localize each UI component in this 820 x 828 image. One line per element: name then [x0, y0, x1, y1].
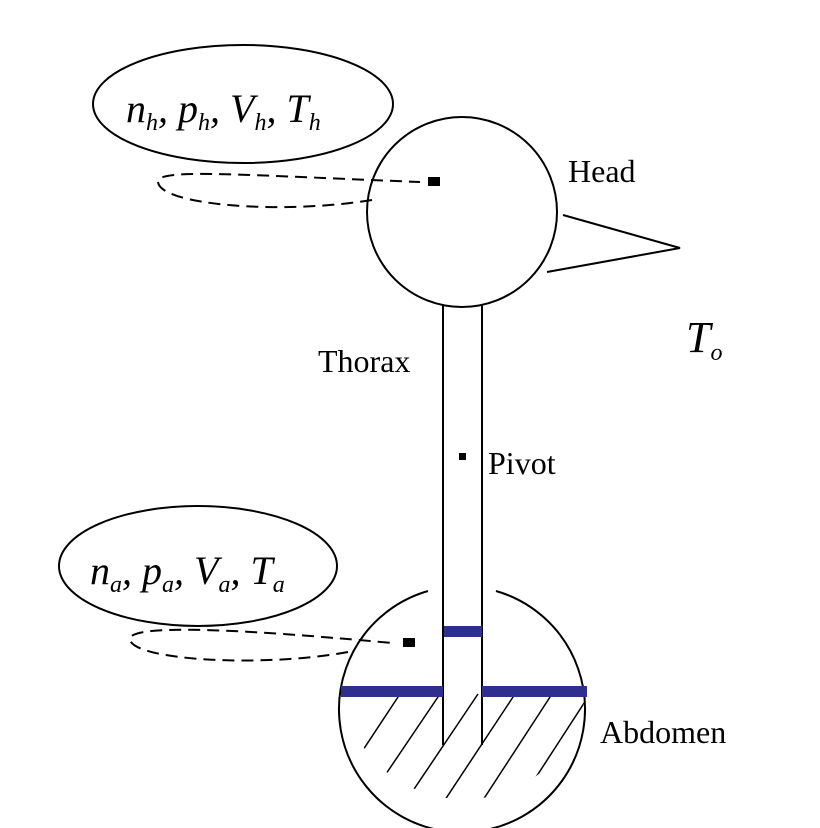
abdomen-state-ellipse	[58, 505, 338, 627]
thorax-label: Thorax	[318, 343, 410, 379]
head-t-subscript: h	[309, 110, 321, 136]
abdomen-liquid-level-left	[341, 686, 443, 697]
abdomen-p-symbol: p	[139, 548, 162, 593]
pivot-point	[459, 453, 466, 460]
head-t-symbol: T	[286, 86, 311, 131]
head-label: Head	[568, 153, 636, 189]
outside-temp-symbol: T	[686, 313, 714, 362]
abdomen-p-subscript: a	[162, 572, 174, 598]
abdomen-bulb	[338, 590, 586, 828]
head-state-ellipse	[92, 44, 394, 164]
abdomen-v-subscript: a	[218, 572, 230, 598]
abdomen-n-subscript: a	[110, 572, 122, 598]
liquid-hatching	[342, 693, 586, 800]
head-bulb	[366, 116, 558, 308]
head-v-symbol: V	[230, 86, 259, 131]
head-n-subscript: h	[146, 110, 158, 136]
beak	[546, 214, 681, 273]
abdomen-n-symbol: n	[90, 548, 110, 593]
abdomen-label: Abdomen	[600, 714, 726, 750]
head-callout-arrowhead	[428, 177, 440, 186]
outside-temperature-label: To	[686, 313, 722, 366]
abdomen-callout-arrowhead	[403, 638, 415, 647]
abdomen-liquid-level-right	[482, 686, 587, 697]
abdomen-callout-line	[129, 628, 393, 662]
head-p-subscript: h	[198, 110, 210, 136]
abdomen-t-subscript: a	[273, 572, 285, 598]
head-callout-line	[157, 172, 421, 209]
head-p-symbol: p	[175, 86, 198, 131]
liquid-levels	[341, 626, 587, 697]
abdomen-t-symbol: T	[250, 548, 275, 593]
abdomen-v-symbol: V	[194, 548, 223, 593]
abdomen-state-formula: na, pa, Va, Ta	[90, 548, 285, 598]
pivot-label: Pivot	[488, 445, 556, 481]
tube-liquid-level	[444, 626, 482, 637]
head-n-symbol: n	[126, 86, 146, 131]
outside-temp-subscript: o	[710, 340, 722, 366]
head-v-subscript: h	[254, 110, 266, 136]
head-state-formula: nh, ph, Vh, Th	[126, 86, 321, 136]
